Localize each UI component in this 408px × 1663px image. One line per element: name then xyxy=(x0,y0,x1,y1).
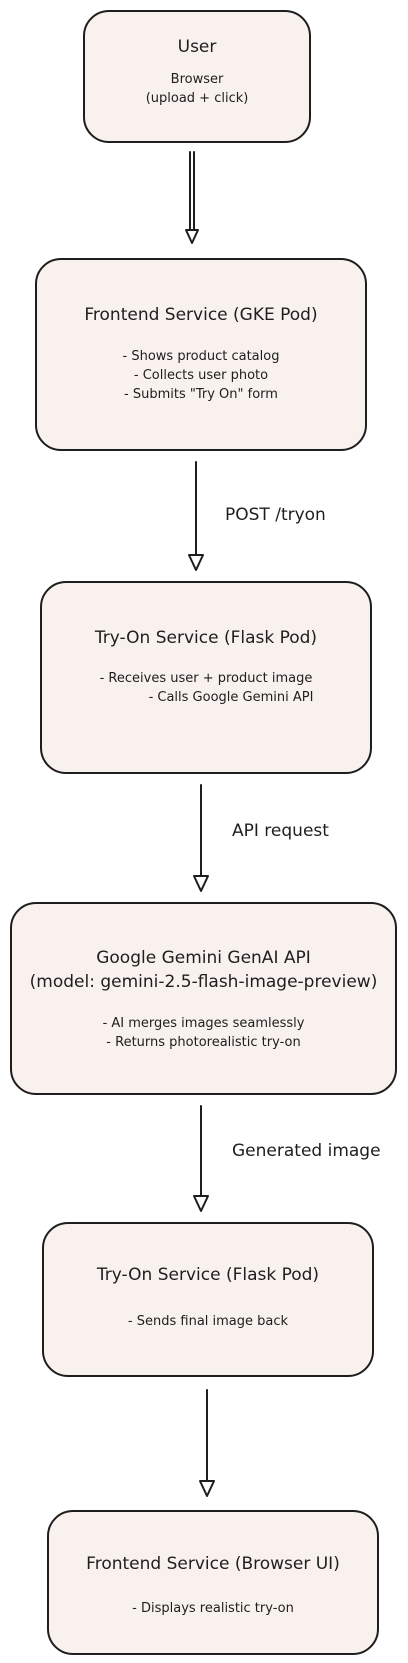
node-user-line: Browser xyxy=(170,72,224,87)
node-user: User Browser (upload + click) xyxy=(83,10,311,143)
node-tryon-service-return-details: - Sends final image back xyxy=(44,1312,372,1331)
node-gemini-api: Google Gemini GenAI API (model: gemini-2… xyxy=(10,902,397,1095)
node-frontend-browser-ui-details: - Displays realistic try-on xyxy=(49,1599,377,1618)
arrow-gemini-to-tryon xyxy=(193,1105,209,1212)
node-frontend-service: Frontend Service (GKE Pod) - Shows produ… xyxy=(35,258,367,451)
node-user-title: User xyxy=(177,37,217,57)
arrow-user-to-frontend xyxy=(185,151,199,244)
arrow-tryon-to-gemini xyxy=(193,784,209,892)
node-gemini-api-details: - AI merges images seamlessly - Returns … xyxy=(12,1014,395,1052)
arrow-frontend-to-tryon xyxy=(188,461,204,571)
node-gemini-api-model: (model: gemini-2.5-flash-image-preview) xyxy=(29,972,378,992)
edge-label-generated-image: Generated image xyxy=(232,1141,381,1161)
node-tryon-service-line: - Calls Google Gemini API xyxy=(148,690,314,705)
node-frontend-service-details: - Shows product catalog - Collects user … xyxy=(37,347,365,404)
node-tryon-service: Try-On Service (Flask Pod) - Receives us… xyxy=(40,581,372,774)
node-tryon-service-return-line: - Sends final image back xyxy=(127,1314,289,1329)
node-tryon-service-line: - Receives user + product image xyxy=(99,671,313,686)
node-frontend-service-line: - Submits "Try On" form xyxy=(124,387,278,402)
node-frontend-service-line: - Collects user photo xyxy=(133,368,269,383)
node-tryon-service-details: - Receives user + product image - Calls … xyxy=(42,669,370,707)
node-gemini-api-title: Google Gemini GenAI API (model: gemini-2… xyxy=(12,946,395,994)
node-frontend-browser-ui-title: Frontend Service (Browser UI) xyxy=(86,1554,340,1574)
node-frontend-browser-ui: Frontend Service (Browser UI) - Displays… xyxy=(47,1510,379,1655)
node-user-details: Browser (upload + click) xyxy=(85,70,309,108)
edge-label-api-request: API request xyxy=(232,821,329,841)
edge-label-post-tryon: POST /tryon xyxy=(225,505,326,525)
node-gemini-api-line: - AI merges images seamlessly xyxy=(102,1016,305,1031)
node-frontend-service-line: - Shows product catalog xyxy=(122,349,280,364)
node-gemini-api-line: - Returns photorealistic try-on xyxy=(106,1035,301,1050)
node-frontend-browser-ui-line: - Displays realistic try-on xyxy=(132,1601,294,1616)
node-tryon-service-title: Try-On Service (Flask Pod) xyxy=(94,628,318,648)
node-gemini-api-title-line: Google Gemini GenAI API xyxy=(96,948,311,968)
node-user-line: (upload + click) xyxy=(145,91,249,106)
arrow-tryon-to-frontend-ui xyxy=(199,1389,215,1497)
node-tryon-service-return-title: Try-On Service (Flask Pod) xyxy=(96,1265,320,1285)
node-tryon-service-return: Try-On Service (Flask Pod) - Sends final… xyxy=(42,1222,374,1377)
node-frontend-service-title: Frontend Service (GKE Pod) xyxy=(84,305,318,325)
